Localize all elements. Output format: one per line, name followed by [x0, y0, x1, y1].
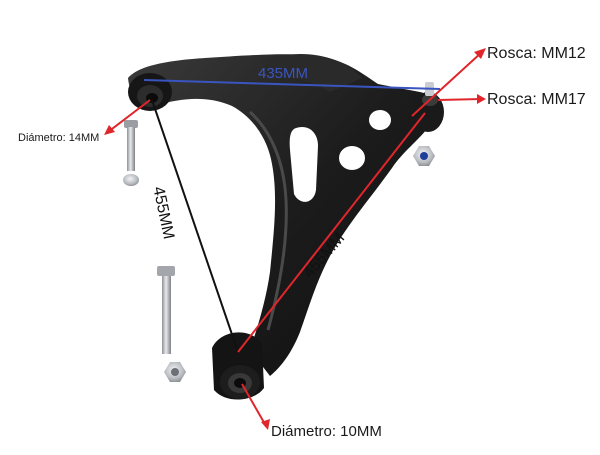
arrow-head-front-icon: [104, 125, 115, 135]
arrow-diameter-rear: [241, 383, 267, 427]
arm-casting: [128, 54, 436, 377]
nut-lower-icon: [164, 362, 186, 382]
arm-ridge: [248, 110, 288, 331]
arrow-thread-upper: [411, 51, 483, 117]
rear-bushing: [212, 332, 264, 400]
front-bushing: [128, 73, 172, 111]
dimension-line-top: [143, 79, 441, 90]
control-arm-body: [128, 54, 436, 377]
arrow-head-lower-icon: [477, 94, 486, 104]
arrow-diameter-front: [107, 99, 151, 133]
arm-slot-hole: [289, 126, 318, 202]
bolt-lower-icon: [157, 266, 175, 354]
bolt-upper-icon: [123, 120, 139, 186]
dimension-line-left: [151, 99, 239, 353]
arrow-thread-lower: [437, 98, 483, 101]
dimension-line-diagonal: [237, 112, 426, 353]
dimension-top-text: 435MM: [258, 65, 309, 82]
arrow-head-upper-icon: [474, 48, 486, 59]
label-thread-lower: Rosca: MM17: [487, 91, 586, 108]
arm-hole-upper: [369, 110, 391, 130]
label-thread-upper: Rosca: MM12: [487, 45, 586, 62]
nut-right-icon: [413, 146, 435, 166]
arm-top-plate: [265, 54, 362, 92]
arrow-head-rear-icon: [261, 419, 270, 430]
label-diameter-rear: Diámetro: 10MM: [271, 423, 382, 440]
label-diameter-front: Diámetro: 14MM: [18, 132, 100, 144]
arm-hole-lower: [339, 146, 365, 170]
